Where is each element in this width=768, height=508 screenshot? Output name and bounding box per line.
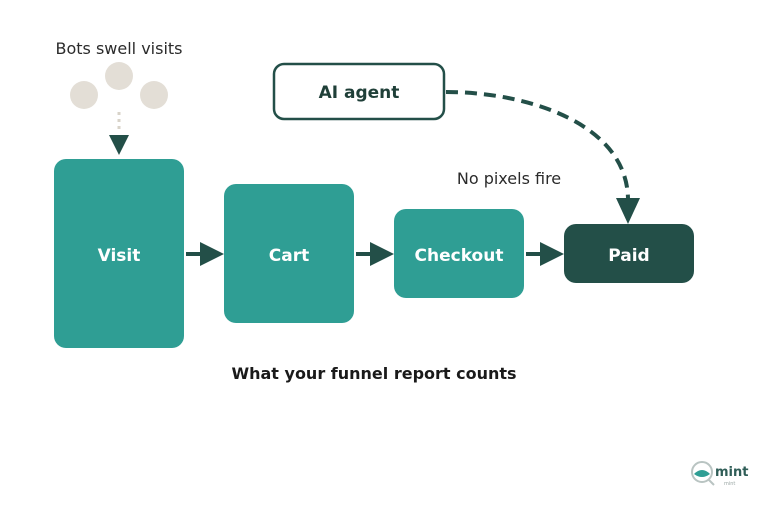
stage-checkout-label: Checkout — [415, 246, 504, 266]
ai-agent-box — [272, 62, 446, 121]
logo-sub: mint — [724, 481, 735, 487]
stage-checkout-box — [394, 209, 524, 298]
stage-paid-box — [564, 224, 694, 283]
mint-logo: mint mint — [691, 461, 748, 487]
bot-circle — [140, 81, 168, 109]
stage-visit-label: Visit — [98, 246, 141, 266]
stage-arrow — [526, 242, 564, 266]
stage-visit-box — [54, 159, 184, 348]
stage-arrow — [356, 242, 394, 266]
bot-arrowhead — [109, 135, 129, 155]
stage-arrow — [186, 242, 224, 266]
bots-note: Bots swell visits — [55, 39, 182, 58]
diagram-caption: What your funnel report counts — [231, 364, 516, 383]
pixels-note: No pixels fire — [457, 169, 561, 188]
bot-circle — [70, 81, 98, 109]
stage-cart-box — [224, 184, 354, 323]
ai-agent-label: AI agent — [319, 83, 400, 103]
ai-agent-arrowhead — [616, 198, 640, 224]
stage-paid-label: Paid — [608, 246, 649, 266]
stage-cart-label: Cart — [269, 246, 309, 266]
logo-text: mint — [715, 465, 748, 480]
bot-circle — [105, 62, 133, 90]
